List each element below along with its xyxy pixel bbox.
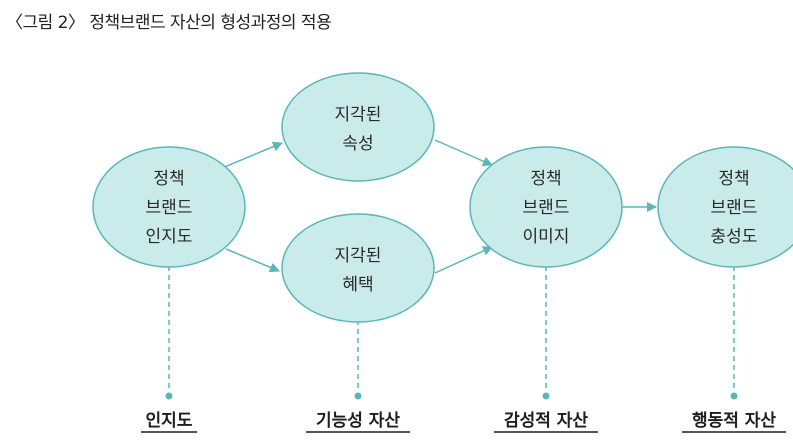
node-brand-loyalty-line-2: 브랜드 <box>711 198 758 218</box>
node-perceived-attributes-line-1: 지각된 <box>335 105 382 125</box>
node-brand-loyalty-line-1: 정책 <box>718 169 749 189</box>
asset-label-functional: 기능성 자산 <box>316 411 400 431</box>
node-perceived-benefits-line-2: 혜택 <box>342 275 373 295</box>
node-perceived-benefits-line-1: 지각된 <box>335 246 382 266</box>
node-perceived-attributes: 지각된 속성 <box>281 72 435 182</box>
node-brand-loyalty-line-3: 충성도 <box>711 227 758 247</box>
dot-awareness <box>165 392 173 400</box>
figure-title: 〈그림 2〉 정책브랜드 자산의 형성과정의 적용 <box>6 13 332 33</box>
node-brand-loyalty: 정책 브랜드 충성도 <box>657 146 793 268</box>
node-brand-image-line-1: 정책 <box>530 169 561 189</box>
arrow-awareness-to-attributes <box>221 141 283 169</box>
dot-behavioral <box>730 392 738 400</box>
node-perceived-benefits: 지각된 혜택 <box>281 213 435 323</box>
node-brand-image: 정책 브랜드 이미지 <box>469 146 623 268</box>
node-brand-image-line-3: 이미지 <box>523 227 570 247</box>
node-perceived-attributes-line-2: 속성 <box>342 134 373 154</box>
dot-emotional <box>542 392 550 400</box>
asset-label-awareness: 인지도 <box>146 411 193 431</box>
node-brand-awareness: 정책 브랜드 인지도 <box>92 146 246 268</box>
node-brand-awareness-line-1: 정책 <box>153 169 184 189</box>
arrow-awareness-to-benefits <box>225 248 280 273</box>
dot-functional <box>354 392 362 400</box>
node-brand-awareness-line-3: 인지도 <box>146 227 193 247</box>
arrow-benefits-to-image <box>434 246 493 274</box>
node-brand-awareness-line-2: 브랜드 <box>146 198 193 218</box>
asset-label-emotional: 감성적 자산 <box>504 411 588 431</box>
node-brand-image-line-2: 브랜드 <box>523 198 570 218</box>
arrow-attributes-to-image <box>434 139 493 166</box>
asset-label-behavioral: 행동적 자산 <box>692 411 776 431</box>
